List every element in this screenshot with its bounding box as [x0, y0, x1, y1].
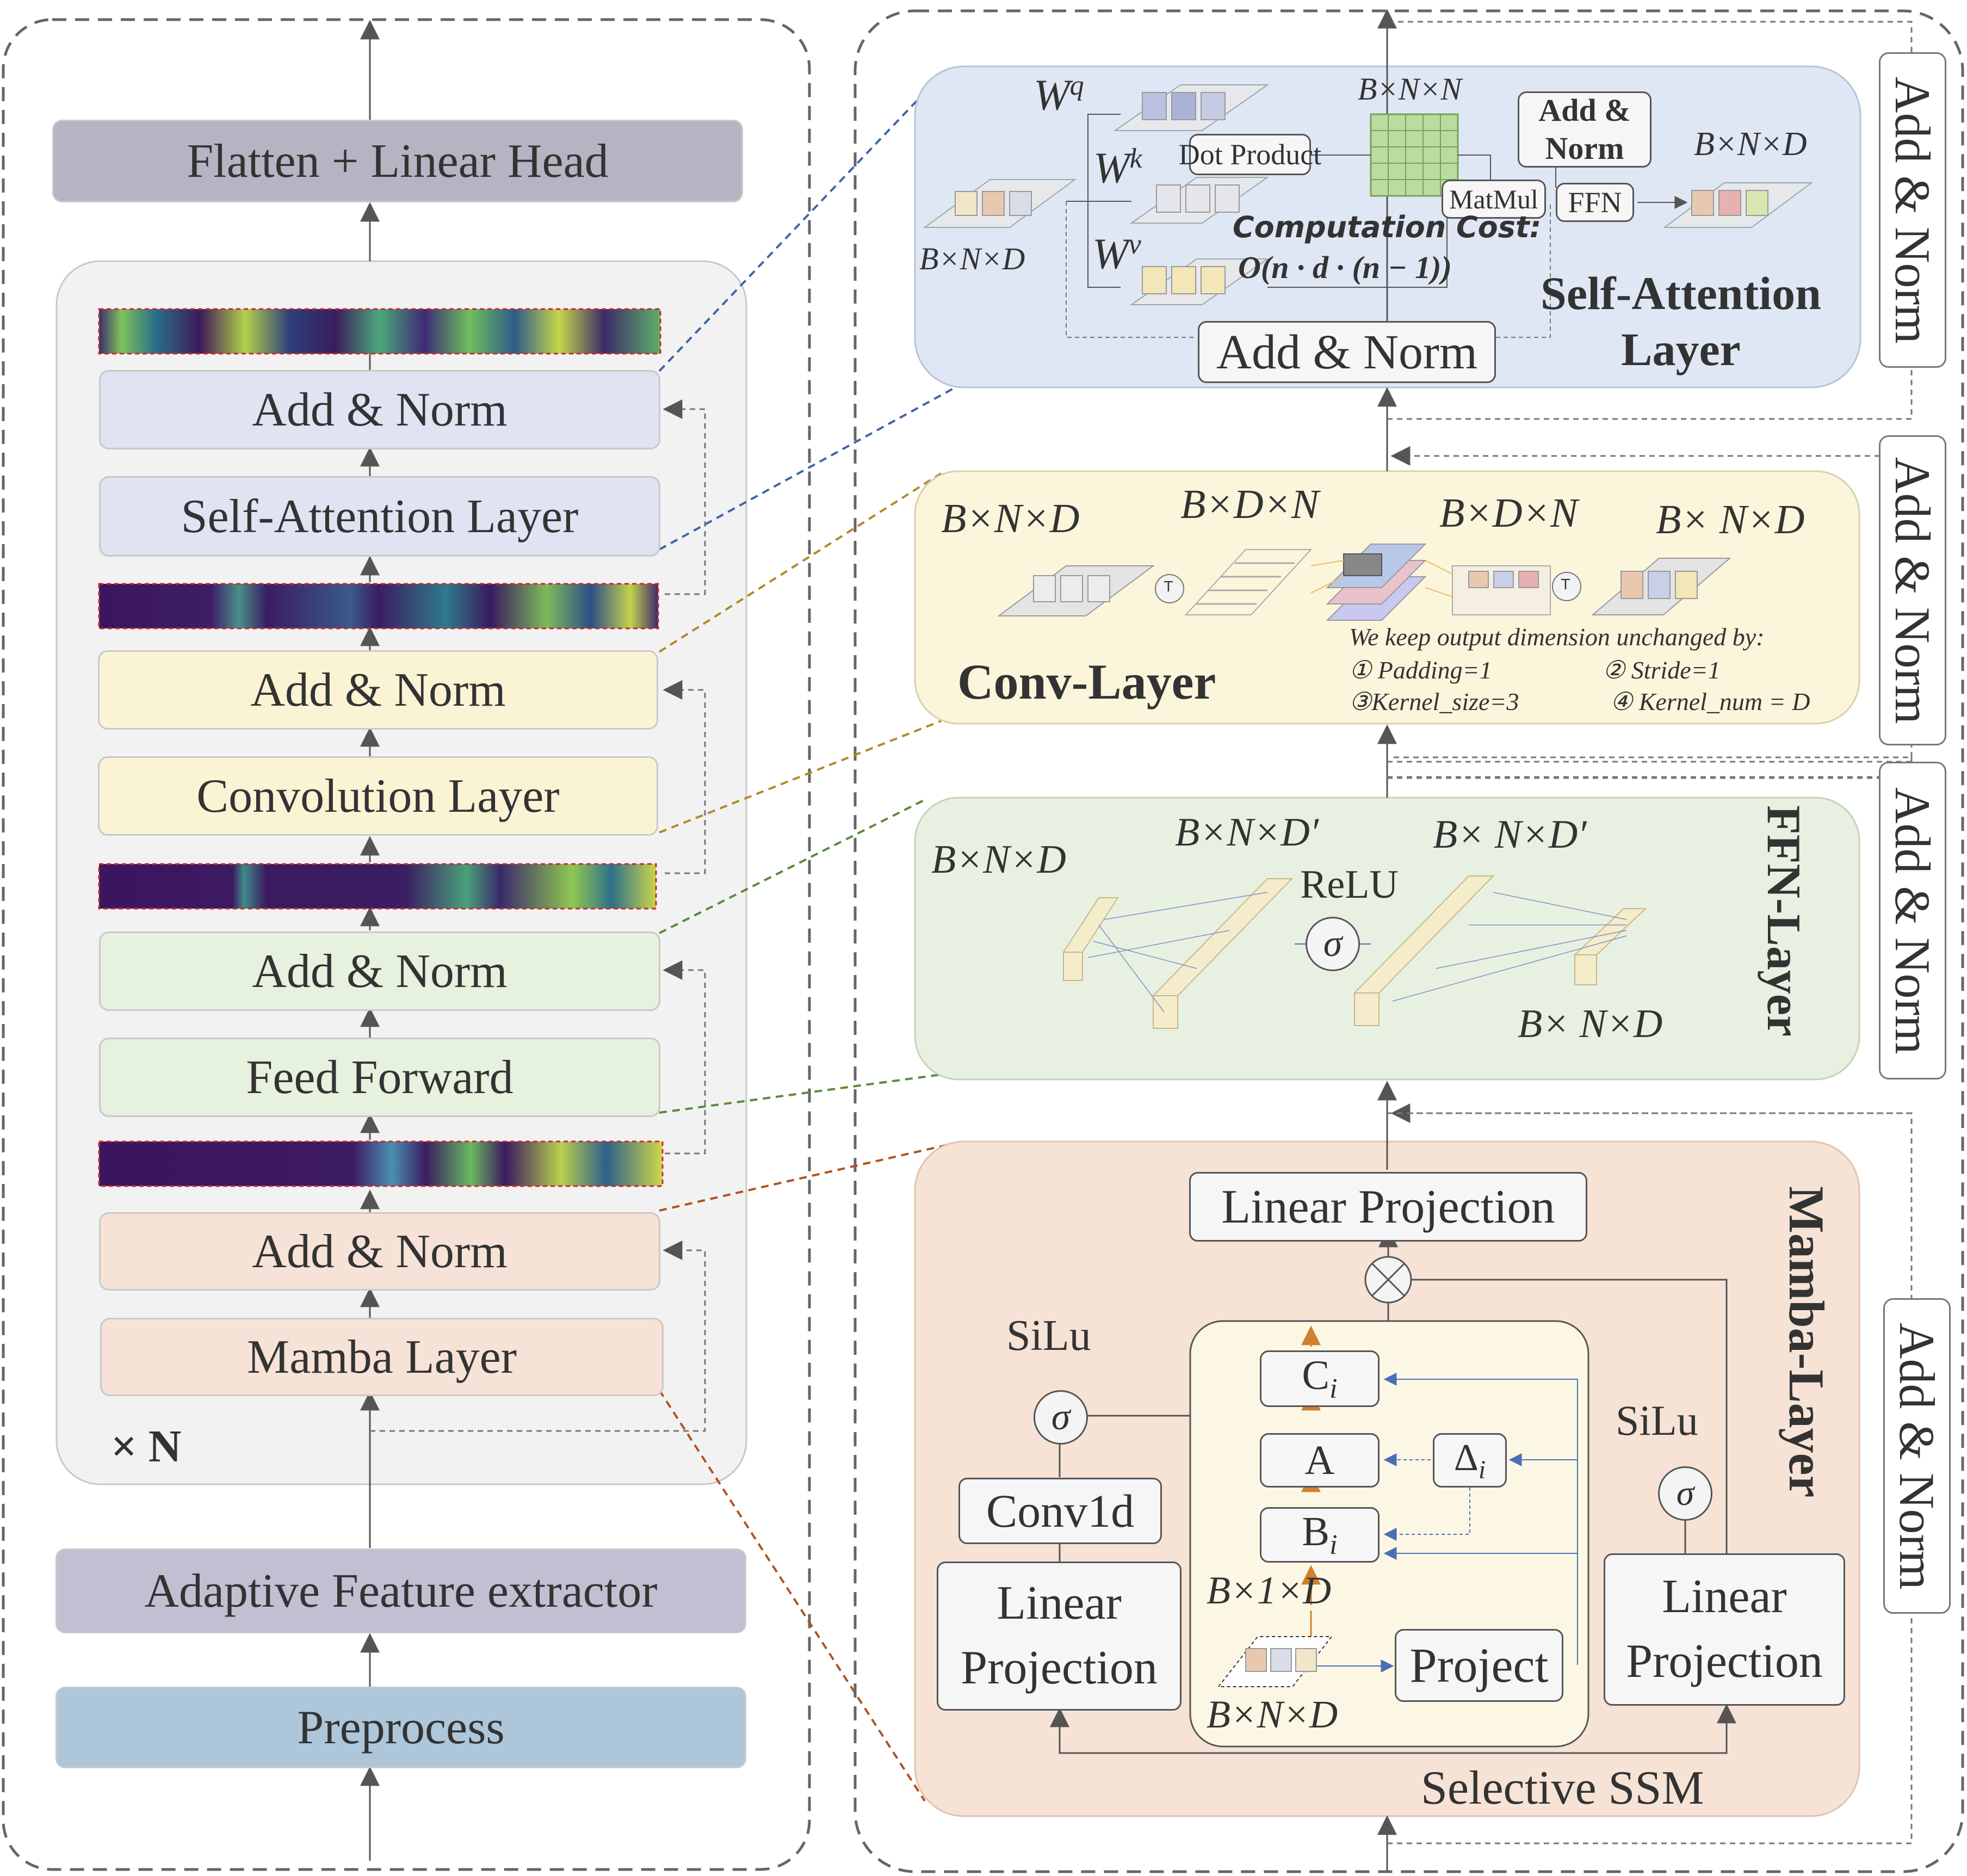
ssm-input-tensor: [1217, 1636, 1333, 1687]
delta-node: Δi: [1433, 1433, 1507, 1488]
selective-ssm-label: Selective SSM: [1421, 1762, 1704, 1815]
wk-tensor: [1129, 177, 1270, 224]
wv-tensor: [1129, 258, 1270, 305]
computation-cost-title: Computation Cost:: [1233, 210, 1542, 244]
mamba-title: Mamba-Layer: [1779, 1186, 1834, 1498]
conv-dim-3: B×D×N: [1439, 490, 1578, 536]
mamba-linear-projection-top: Linear Projection: [1189, 1172, 1587, 1242]
project-node: Project: [1395, 1629, 1563, 1702]
silu-right-label: SiLu: [1616, 1397, 1698, 1444]
feed-forward-layer: Feed Forward: [99, 1038, 660, 1117]
matmul-node: MatMul: [1442, 180, 1546, 219]
conv-dim-4: B× N×D: [1656, 497, 1805, 542]
attention-inner-add-norm: Add & Norm: [1518, 91, 1651, 168]
ffn-dim-in: B×N×D: [931, 837, 1066, 882]
transpose-node-2: T: [1561, 577, 1570, 593]
wk-label: Wk: [1093, 143, 1142, 193]
ffn-output-column: [1573, 908, 1647, 985]
relu-label: ReLU: [1300, 862, 1399, 907]
self-attention-layer: Self-Attention Layer: [99, 476, 660, 557]
conv-note: We keep output dimension unchanged by:: [1349, 623, 1765, 651]
ffn-dim-out: B× N×D: [1518, 1002, 1663, 1046]
right-panel-frame: [853, 9, 1964, 1873]
linear-projection-left: Linear Projection: [937, 1562, 1182, 1711]
transpose-node-1: T: [1164, 579, 1173, 595]
repeat-n-label: × N: [111, 1421, 182, 1472]
conv-dim-1: B×N×D: [941, 496, 1080, 541]
ffn-input-column: [1062, 897, 1119, 981]
ffn-dim-hidden-2: B× N×D′: [1433, 812, 1587, 857]
preprocess: Preprocess: [55, 1687, 746, 1768]
mamba-layer: Mamba Layer: [100, 1318, 664, 1396]
flatten-linear-head: Flatten + Linear Head: [52, 120, 743, 202]
conv-option-stride: ② Stride=1: [1603, 656, 1721, 684]
wv-label: Wv: [1092, 229, 1141, 279]
feature-heatmap-4: [98, 1140, 664, 1187]
side-add-norm-4: Add & Norm: [1883, 1298, 1951, 1614]
feature-heatmap-1: [98, 308, 661, 355]
attention-output-dim: B×N×D: [1694, 126, 1807, 163]
wq-label: Wq: [1034, 70, 1084, 120]
relu-sigma-node: σ: [1306, 917, 1360, 971]
bi-node: Bi: [1260, 1507, 1380, 1563]
self-attention-title: Self-Attention Layer: [1541, 267, 1821, 376]
adaptive-feature-extractor: Adaptive Feature extractor: [55, 1548, 746, 1633]
add-norm-conv: Add & Norm: [98, 650, 658, 730]
conv-title: Conv-Layer: [957, 654, 1216, 709]
add-norm-attention: Add & Norm: [99, 370, 660, 449]
feature-heatmap-3: [98, 863, 657, 910]
attention-ffn-node: FFN: [1556, 183, 1634, 222]
attention-input-tensor: [923, 179, 1077, 228]
wq-tensor: [1113, 84, 1270, 131]
attention-input-dim: B×N×D: [919, 241, 1025, 276]
attention-output-tensor: [1662, 182, 1814, 228]
ffn-dim-hidden-1: B×N×D′: [1175, 810, 1319, 855]
side-add-norm-2: Add & Norm: [1879, 435, 1946, 745]
attention-add-norm: Add & Norm: [1198, 321, 1496, 383]
linear-projection-right: Linear Projection: [1604, 1553, 1845, 1706]
attention-score-dim: B×N×N: [1358, 71, 1462, 107]
conv-transposed-tensor: [1184, 549, 1313, 615]
silu-left-sigma: σ: [1034, 1390, 1088, 1445]
conv-input-tensor: [997, 565, 1155, 616]
side-add-norm-3: Add & Norm: [1879, 762, 1946, 1079]
conv-option-kernel-size: ③Kernel_size=3: [1349, 688, 1519, 715]
side-add-norm-1: Add & Norm: [1879, 52, 1946, 368]
conv-result-tensor: [1591, 558, 1731, 615]
dot-product-node: Dot Product: [1179, 134, 1321, 175]
silu-left-label: SiLu: [1006, 1312, 1091, 1360]
feature-heatmap-2: [98, 583, 659, 630]
add-norm-ffn: Add & Norm: [99, 931, 660, 1011]
add-norm-mamba: Add & Norm: [99, 1212, 660, 1291]
conv-option-padding: ① Padding=1: [1349, 656, 1492, 684]
ffn-hidden-column-2: [1353, 875, 1495, 1026]
conv-output-tensor: [1452, 565, 1551, 615]
a-node: A: [1260, 1433, 1380, 1488]
computation-cost-formula: O(n · d · (n − 1)): [1238, 250, 1452, 285]
ci-node: Ci: [1260, 1350, 1380, 1407]
bi-dim-label: B×1×D: [1207, 1569, 1332, 1612]
conv-option-kernel-num: ④ Kernel_num = D: [1610, 688, 1810, 715]
conv1d-node: Conv1d: [958, 1478, 1162, 1544]
ssm-input-dim: B×N×D: [1207, 1693, 1338, 1736]
convolution-layer: Convolution Layer: [98, 756, 658, 836]
ffn-title: FFN-Layer: [1757, 805, 1810, 1037]
left-panel-frame: [2, 18, 811, 1871]
silu-right-sigma: σ: [1658, 1466, 1712, 1521]
conv-dim-2: B×D×N: [1180, 482, 1319, 527]
